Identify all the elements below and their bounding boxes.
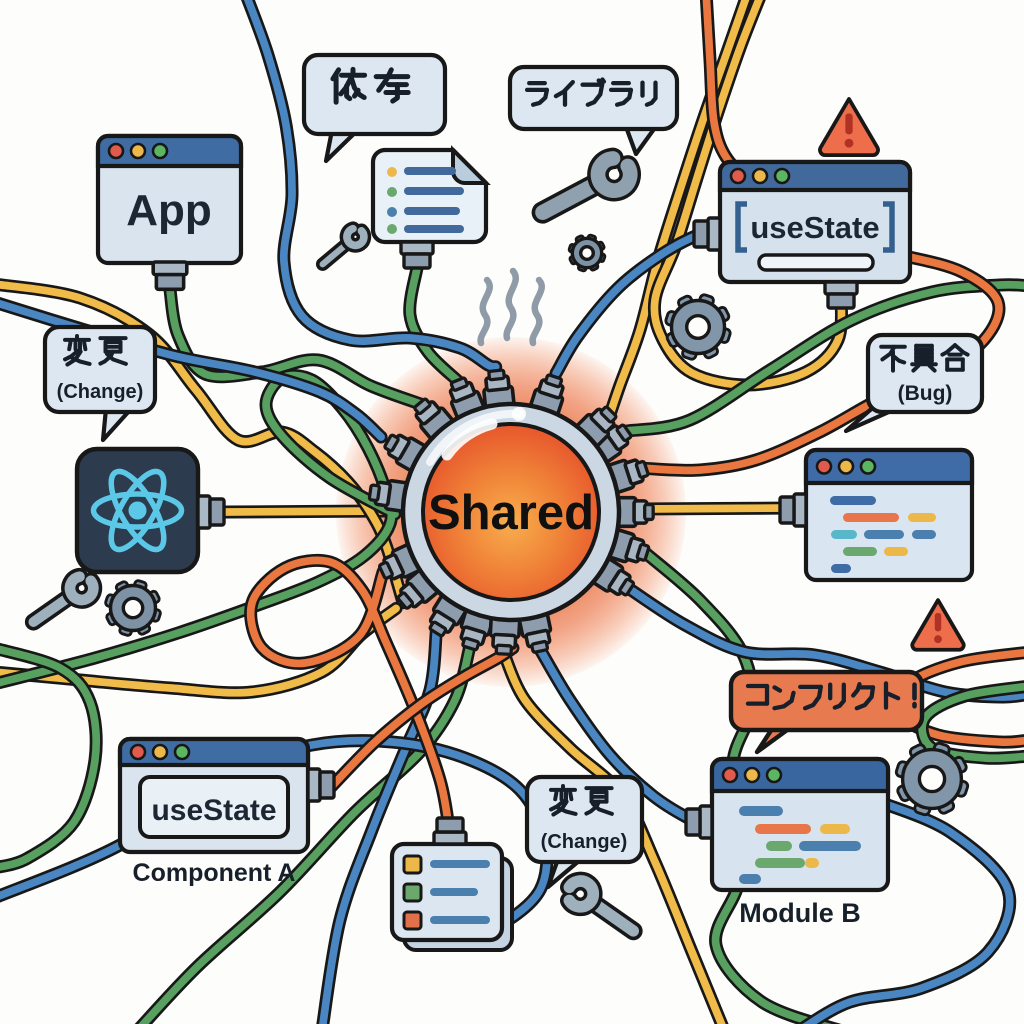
svg-text:useState: useState bbox=[750, 210, 879, 245]
svg-text:Shared: Shared bbox=[428, 486, 594, 540]
svg-text:(Change): (Change) bbox=[57, 381, 144, 403]
svg-text:useState: useState bbox=[151, 794, 276, 827]
svg-text:App: App bbox=[126, 186, 212, 235]
svg-text:Module B: Module B bbox=[739, 898, 861, 928]
svg-text:Component A: Component A bbox=[133, 859, 296, 887]
svg-text:(Change): (Change) bbox=[541, 831, 628, 853]
svg-text:(Bug): (Bug) bbox=[898, 382, 953, 405]
